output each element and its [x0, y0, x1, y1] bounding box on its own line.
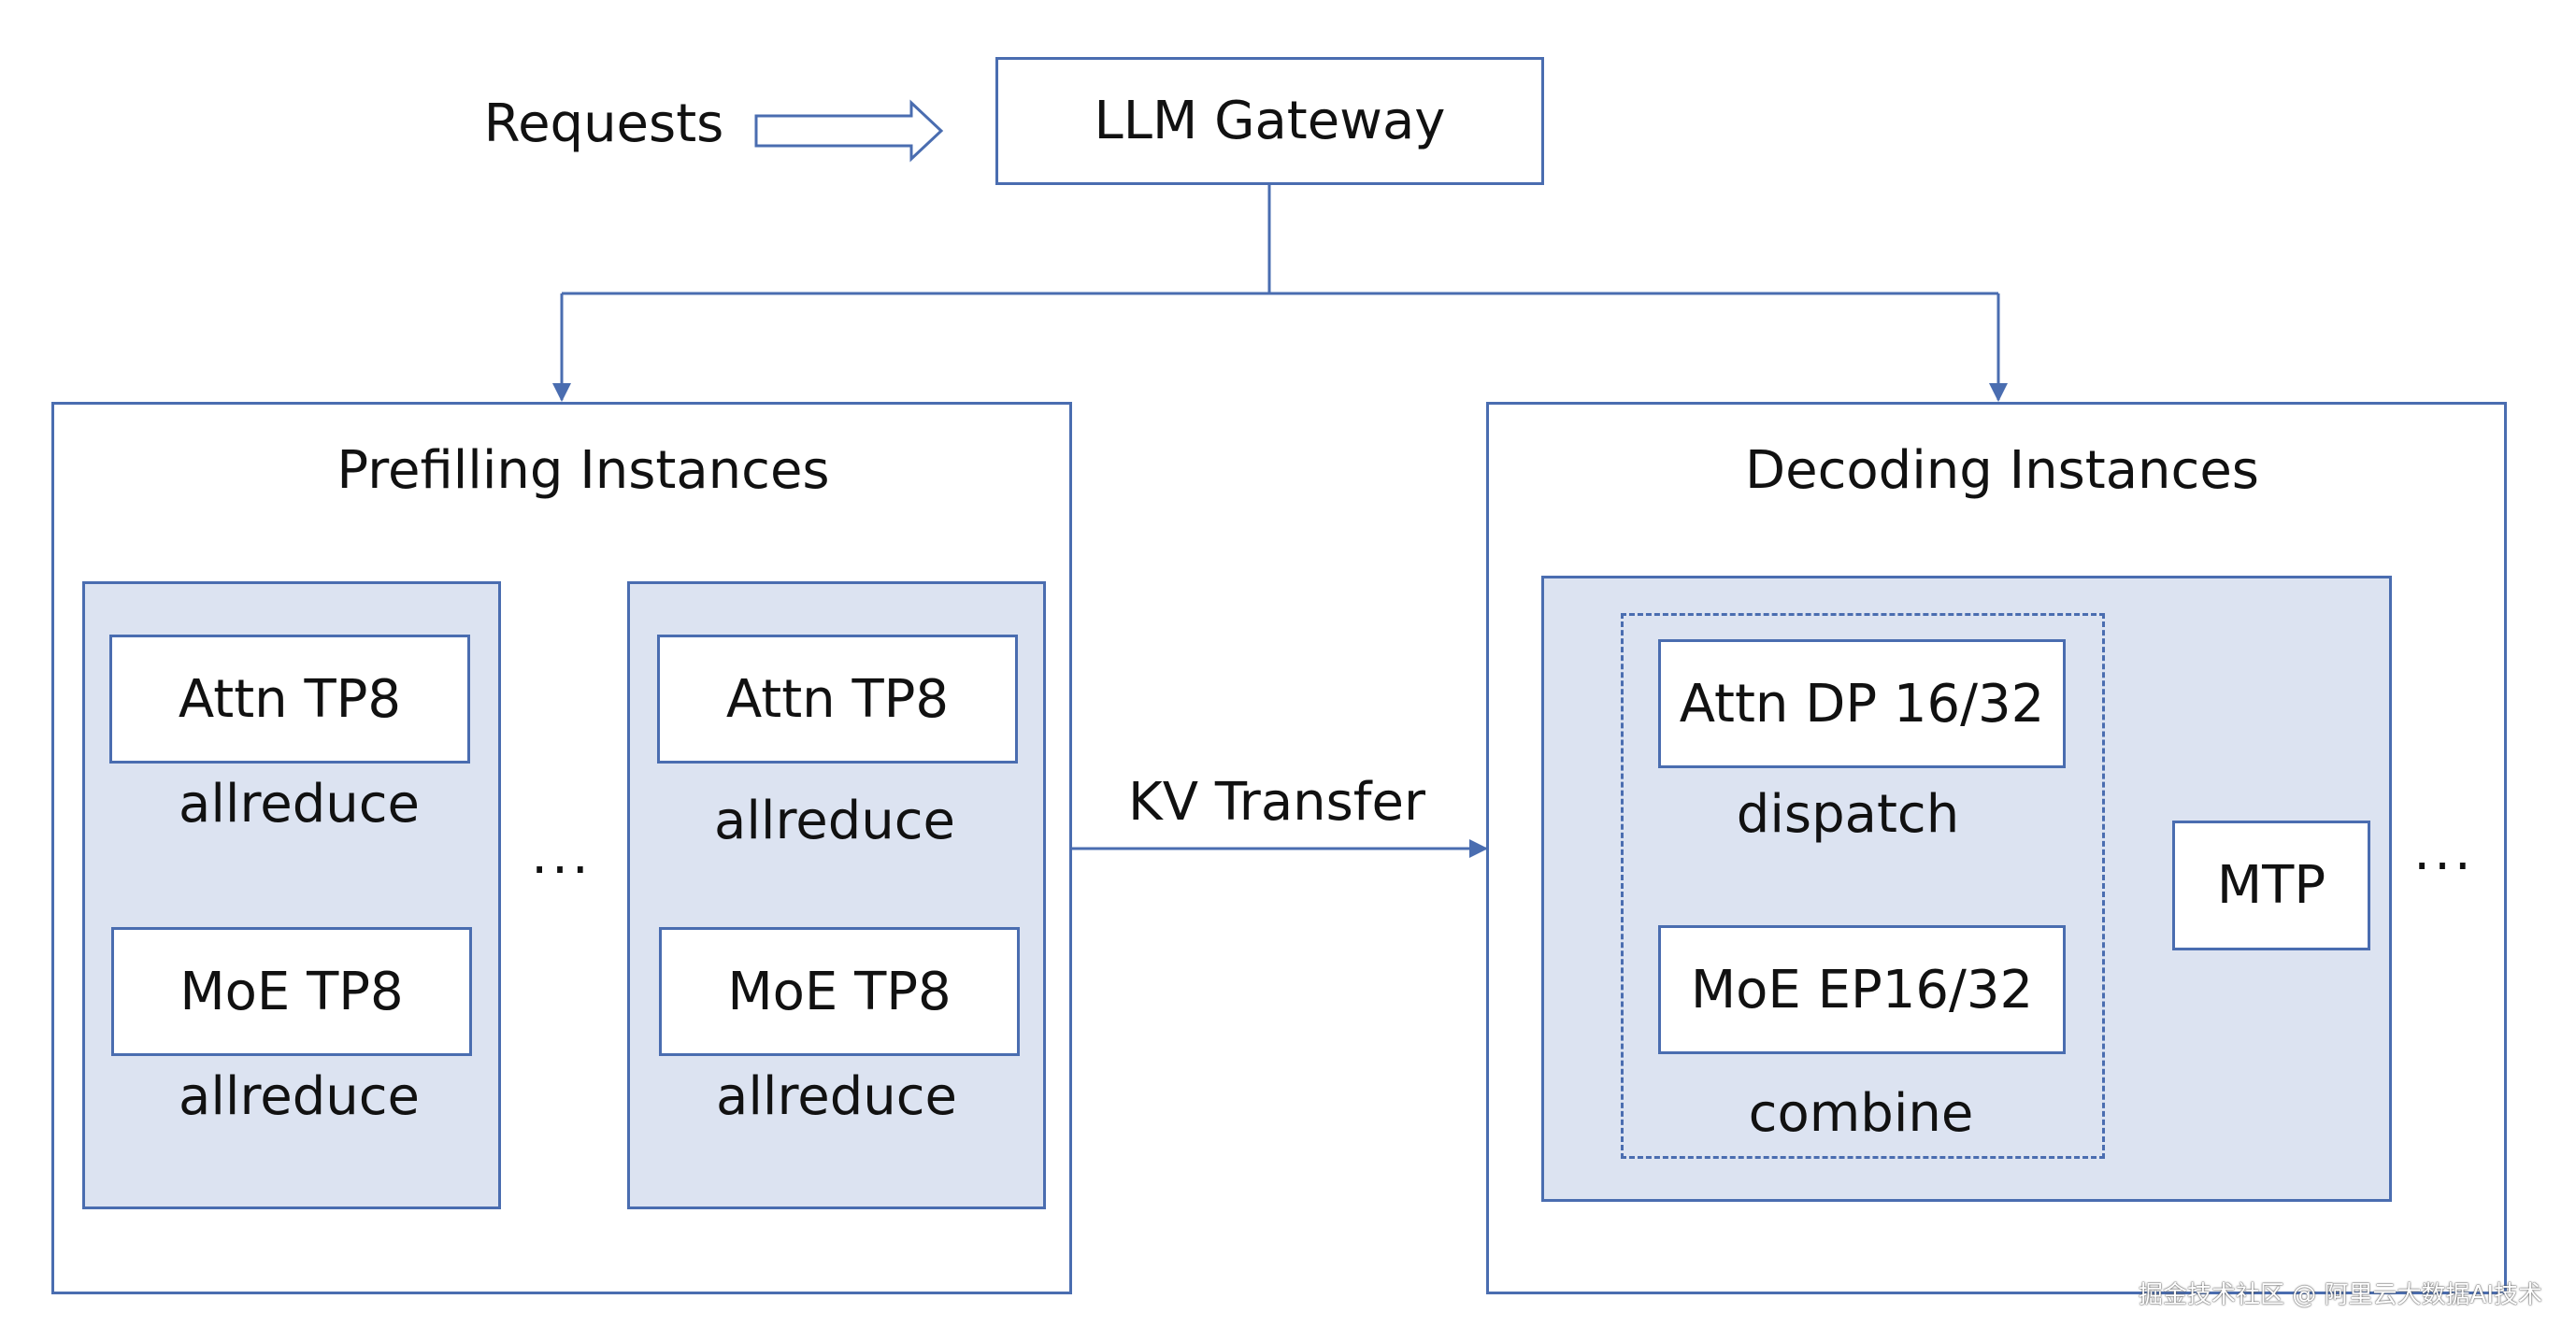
mtp-box: MTP: [2172, 821, 2370, 950]
prefill-group-2-attn-label: Attn TP8: [725, 668, 950, 730]
decoding-instances-title: Decoding Instances: [1745, 440, 2259, 501]
prefill-group-1-moe-op: allreduce: [179, 1066, 420, 1127]
requests-label: Requests: [483, 93, 724, 154]
requests-arrow: [754, 99, 944, 163]
decode-dashed-group: [1621, 613, 2105, 1159]
prefill-group-1-attn-op: allreduce: [179, 774, 420, 835]
decode-attn-label: Attn DP 16/32: [1679, 673, 2045, 735]
mtp-label: MTP: [2216, 855, 2326, 916]
llm-gateway-label: LLM Gateway: [1094, 91, 1446, 151]
prefill-group-2-moe-label: MoE TP8: [727, 961, 952, 1022]
prefill-group-1-attn-box: Attn TP8: [109, 635, 470, 764]
llm-gateway-box: LLM Gateway: [995, 57, 1544, 185]
decode-attn-box: Attn DP 16/32: [1658, 639, 2066, 768]
prefill-group-1-attn-label: Attn TP8: [178, 668, 402, 730]
watermark-text: 掘金技术社区 @ 阿里云大数据AI技术: [2139, 1281, 2542, 1309]
prefill-group-2-attn-op: allreduce: [714, 791, 955, 851]
decode-moe-op: combine: [1748, 1083, 1974, 1144]
decode-attn-op: dispatch: [1736, 784, 1960, 845]
decode-moe-box: MoE EP16/32: [1658, 925, 2066, 1054]
prefill-ellipsis: ...: [531, 825, 593, 886]
kv-transfer-label: KV Transfer: [1127, 772, 1426, 833]
prefill-group-2-moe-box: MoE TP8: [659, 927, 1020, 1056]
prefill-group-2-moe-op: allreduce: [716, 1066, 957, 1127]
decode-moe-label: MoE EP16/32: [1690, 959, 2034, 1021]
prefill-group-1-moe-box: MoE TP8: [111, 927, 472, 1056]
prefill-group-1-moe-label: MoE TP8: [179, 961, 404, 1022]
prefill-group-2-attn-box: Attn TP8: [657, 635, 1018, 764]
decode-ellipsis: ...: [2413, 821, 2475, 882]
prefilling-instances-title: Prefilling Instances: [336, 440, 830, 501]
